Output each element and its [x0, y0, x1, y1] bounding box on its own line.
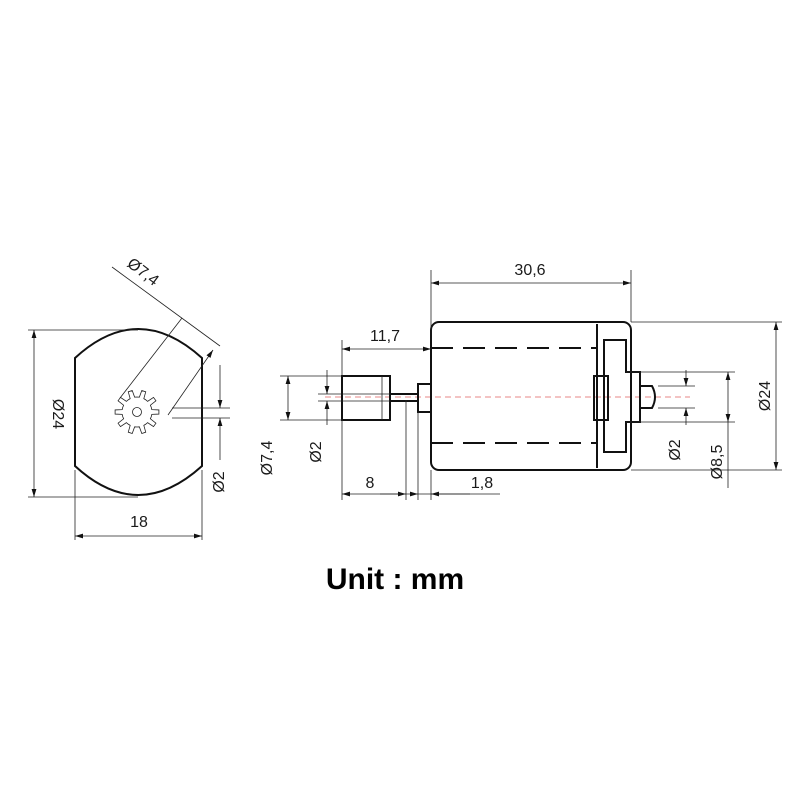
front-dim-body-diameter: Ø24 — [49, 399, 66, 429]
side-dim-gear-width: 8 — [366, 475, 375, 492]
pinion-gear-icon — [114, 390, 160, 434]
unit-label: Unit : mm — [325, 563, 465, 596]
side-dim-rear-shaft-diameter: Ø2 — [667, 439, 684, 460]
front-body-outline — [74, 328, 203, 496]
front-dim-flat-width: 18 — [130, 514, 148, 531]
side-dim-shaft-diameter-front: Ø2 — [308, 441, 325, 462]
side-view: 30,6 11,7 8 1,8 Ø7,4 Ø2 Ø2 — [259, 262, 782, 500]
side-dim-gear-length: 11,7 — [370, 328, 400, 345]
front-dim-shaft-diameter: Ø2 — [211, 471, 228, 492]
front-dim-gear-diameter: Ø7,4 — [124, 255, 162, 290]
front-view: Ø24 18 Ø7,4 Ø2 — [28, 255, 230, 540]
side-dim-boss-length: 1,8 — [471, 475, 493, 492]
side-dim-total-length: 30,6 — [514, 262, 545, 279]
side-front-boss — [417, 383, 432, 413]
side-gear-block — [341, 375, 391, 421]
side-rear-cap — [603, 339, 641, 453]
side-motor-body — [430, 321, 632, 471]
side-dim-rear-boss-diameter: Ø8,5 — [709, 445, 726, 480]
side-dim-body-diameter: Ø24 — [757, 381, 774, 411]
side-dim-gear-diameter: Ø7,4 — [259, 441, 276, 476]
